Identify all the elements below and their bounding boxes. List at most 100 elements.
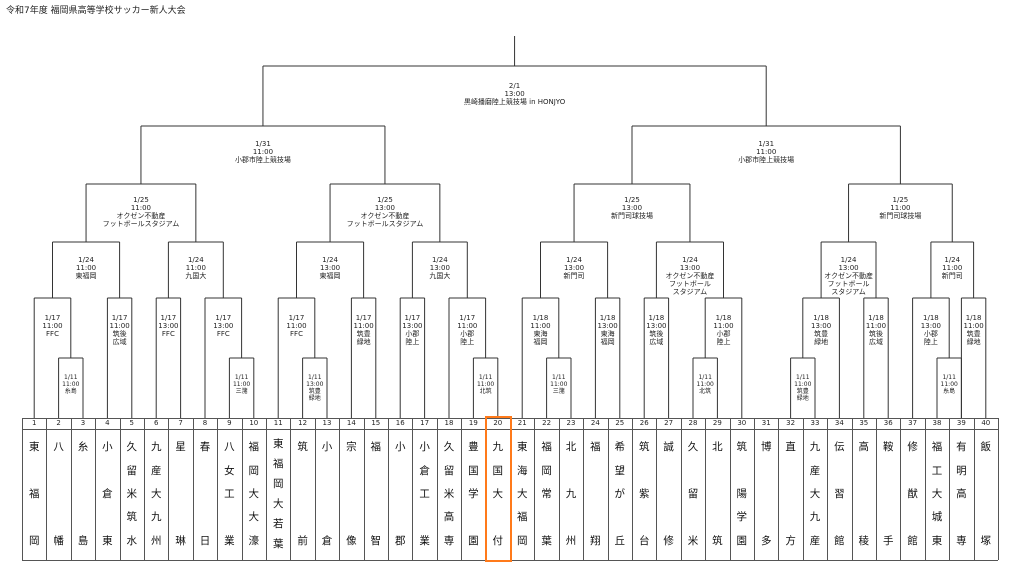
match-label-line: 1/24: [322, 256, 338, 264]
team-number: 14: [346, 419, 356, 427]
team-name: 筑 陽学園: [730, 430, 754, 558]
match-label-line: 11:00: [696, 381, 714, 388]
table-grid-line: [168, 418, 170, 560]
team-name-char: [106, 465, 109, 477]
match-label-line: 1/18: [813, 314, 829, 322]
match-label-line: 三潴: [552, 388, 565, 395]
team-name: 九産大九産: [803, 430, 827, 558]
match-label-line: 緑地: [966, 338, 981, 346]
team-name-char: [203, 488, 206, 500]
match-label-line: 11:00: [890, 204, 911, 212]
match-label-line: 1/24: [944, 256, 961, 264]
team-name-char: 筑: [712, 534, 723, 547]
match-label-line: オクゼン不動産: [824, 272, 873, 280]
match-label-line: 13:00: [811, 322, 832, 330]
team-name: 福岡大大濠: [242, 430, 266, 558]
match-label-line: 1/17: [160, 314, 177, 322]
team-number: 4: [105, 419, 110, 427]
team-name-char: [325, 465, 328, 477]
team-number: 10: [249, 419, 259, 427]
match-label-line: 広域: [649, 338, 664, 346]
table-grid-line: [266, 418, 267, 560]
table-grid-line: [534, 418, 536, 560]
team-name-char: [911, 511, 914, 523]
team-name-char: 学: [736, 511, 748, 524]
table-grid-line: [729, 418, 731, 560]
match-label-line: 2/1: [508, 82, 521, 90]
team-name-char: [350, 488, 353, 500]
team-name-char: 郡: [394, 534, 406, 547]
match-label-line: 小郡: [460, 330, 475, 338]
team-name: 福 翔: [583, 430, 607, 558]
team-name-char: [984, 465, 987, 477]
team-name-char: [740, 465, 743, 477]
team-name: 直 方: [778, 430, 802, 558]
table-grid-line: [412, 418, 414, 560]
match-label-line: 11:00: [353, 322, 374, 330]
match-label-line: 11:00: [530, 322, 551, 330]
match-label-line: オクゼン不動産: [665, 272, 715, 280]
match-label-line: オクゼン不動産: [116, 212, 166, 220]
team-name: 飯 塚: [974, 430, 998, 558]
team-name-char: 国: [492, 464, 504, 477]
team-number: 2: [56, 419, 61, 427]
team-name-char: 博: [760, 441, 772, 454]
team-name-char: 久: [687, 441, 699, 454]
team-name-char: [545, 511, 548, 523]
match-label-line: 筑豊: [796, 388, 809, 395]
team-name-char: 専: [443, 534, 455, 547]
team-name-char: 多: [760, 534, 772, 547]
match-label-line: 11:00: [713, 322, 734, 330]
team-name-char: 国: [468, 464, 479, 477]
team-name-char: 州: [565, 534, 577, 547]
team-name-char: 福: [272, 458, 284, 470]
team-name-char: 産: [809, 464, 821, 477]
team-name-char: [765, 511, 768, 523]
team-name-char: 倉: [102, 487, 113, 500]
match-label-line: 1/18: [923, 314, 939, 322]
match-label-line: FFC: [161, 330, 175, 338]
team-number: 22: [542, 419, 552, 427]
match-label-line: フットボールスタジアム: [346, 220, 424, 228]
team-name-char: [716, 465, 719, 477]
match-label-line: 1/24: [187, 256, 204, 264]
match-label-line: 13:00: [319, 264, 341, 272]
match-label-line: 1/17: [404, 314, 421, 322]
team-name: 鞍 手: [876, 430, 900, 558]
team-name-char: 筑: [736, 441, 748, 454]
match-label-line: オクゼン不動産: [360, 212, 410, 220]
match-label-line: 11:00: [232, 381, 251, 388]
match-label-line: 13:00: [563, 264, 585, 272]
team-name-char: 岡: [541, 464, 552, 477]
team-name-char: 糸: [77, 441, 89, 454]
match-label-line: スタジアム: [831, 288, 866, 296]
team-name-char: 福: [541, 441, 552, 454]
match-label-line: 東福岡: [75, 272, 97, 280]
team-name-char: 望: [614, 464, 626, 477]
team-name-char: 留: [687, 487, 699, 500]
team-name-char: 九: [809, 441, 821, 454]
team-name: 博 多: [754, 430, 778, 558]
match-label-line: 広域: [869, 338, 883, 346]
team-name-char: 付: [492, 534, 504, 547]
team-number: 26: [639, 419, 649, 427]
team-number: 3: [80, 419, 86, 427]
team-name-char: [350, 465, 353, 477]
table-grid-line: [876, 418, 877, 560]
table-grid-line: [70, 418, 72, 560]
match-label-line: FFC: [216, 330, 230, 338]
team-name: 宗 像: [339, 430, 363, 558]
team-name-char: 宗: [346, 441, 357, 454]
